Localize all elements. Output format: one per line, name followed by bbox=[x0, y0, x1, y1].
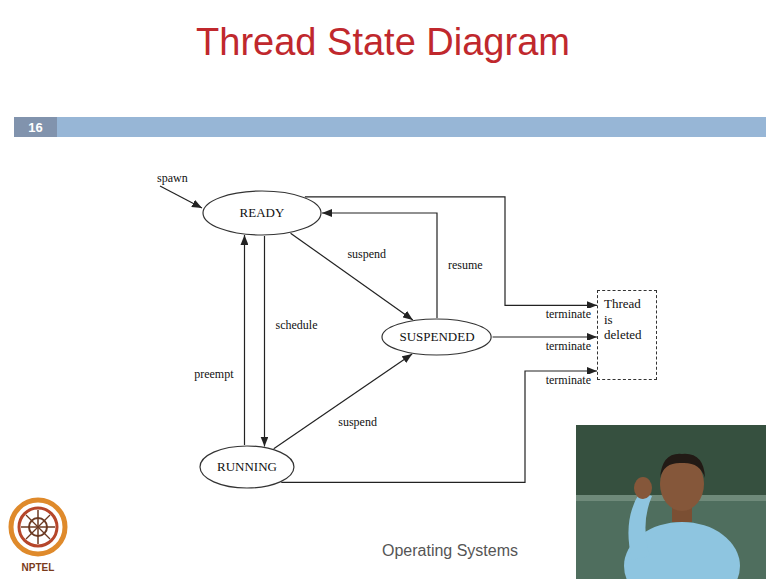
transition-arrow bbox=[322, 213, 437, 318]
state-ellipse: SUSPENDED bbox=[381, 318, 492, 356]
transition-arrow bbox=[274, 354, 412, 449]
transition-label: terminate bbox=[544, 308, 593, 322]
transition-arrow bbox=[305, 197, 597, 305]
state-ellipse: READY bbox=[202, 190, 322, 236]
slide-number: 16 bbox=[28, 120, 42, 135]
slide-number-box bbox=[14, 117, 57, 137]
slide-title: Thread State Diagram bbox=[0, 22, 766, 64]
transition-arrow bbox=[493, 336, 597, 337]
transition-label: terminate bbox=[544, 374, 593, 388]
lecturer-video bbox=[576, 425, 766, 579]
nptel-logo bbox=[11, 500, 65, 554]
end-box: Thread is deleted bbox=[597, 290, 657, 380]
transition-label: schedule bbox=[273, 319, 319, 333]
transition-label: suspend bbox=[345, 248, 388, 262]
footer-text: Operating Systems bbox=[382, 542, 518, 560]
transition-label: terminate bbox=[544, 340, 593, 354]
state-ellipse: RUNNING bbox=[199, 445, 295, 489]
state-name: RUNNING bbox=[217, 459, 277, 475]
transition-label: suspend bbox=[336, 416, 379, 430]
logo-text: NPTEL bbox=[22, 562, 55, 573]
spawn-arrow bbox=[160, 186, 202, 208]
state-name: READY bbox=[240, 205, 285, 221]
transition-arrow bbox=[291, 233, 413, 320]
transition-arrow bbox=[264, 236, 265, 447]
transition-label: preempt bbox=[192, 368, 235, 382]
transition-arrow bbox=[244, 235, 245, 445]
header-bar bbox=[57, 117, 766, 137]
state-name: Thread is deleted bbox=[604, 296, 652, 343]
transition-arrow bbox=[281, 371, 597, 482]
state-name: SUSPENDED bbox=[399, 329, 474, 345]
transition-label: resume bbox=[446, 259, 485, 273]
arrow-label: spawn bbox=[157, 171, 188, 186]
